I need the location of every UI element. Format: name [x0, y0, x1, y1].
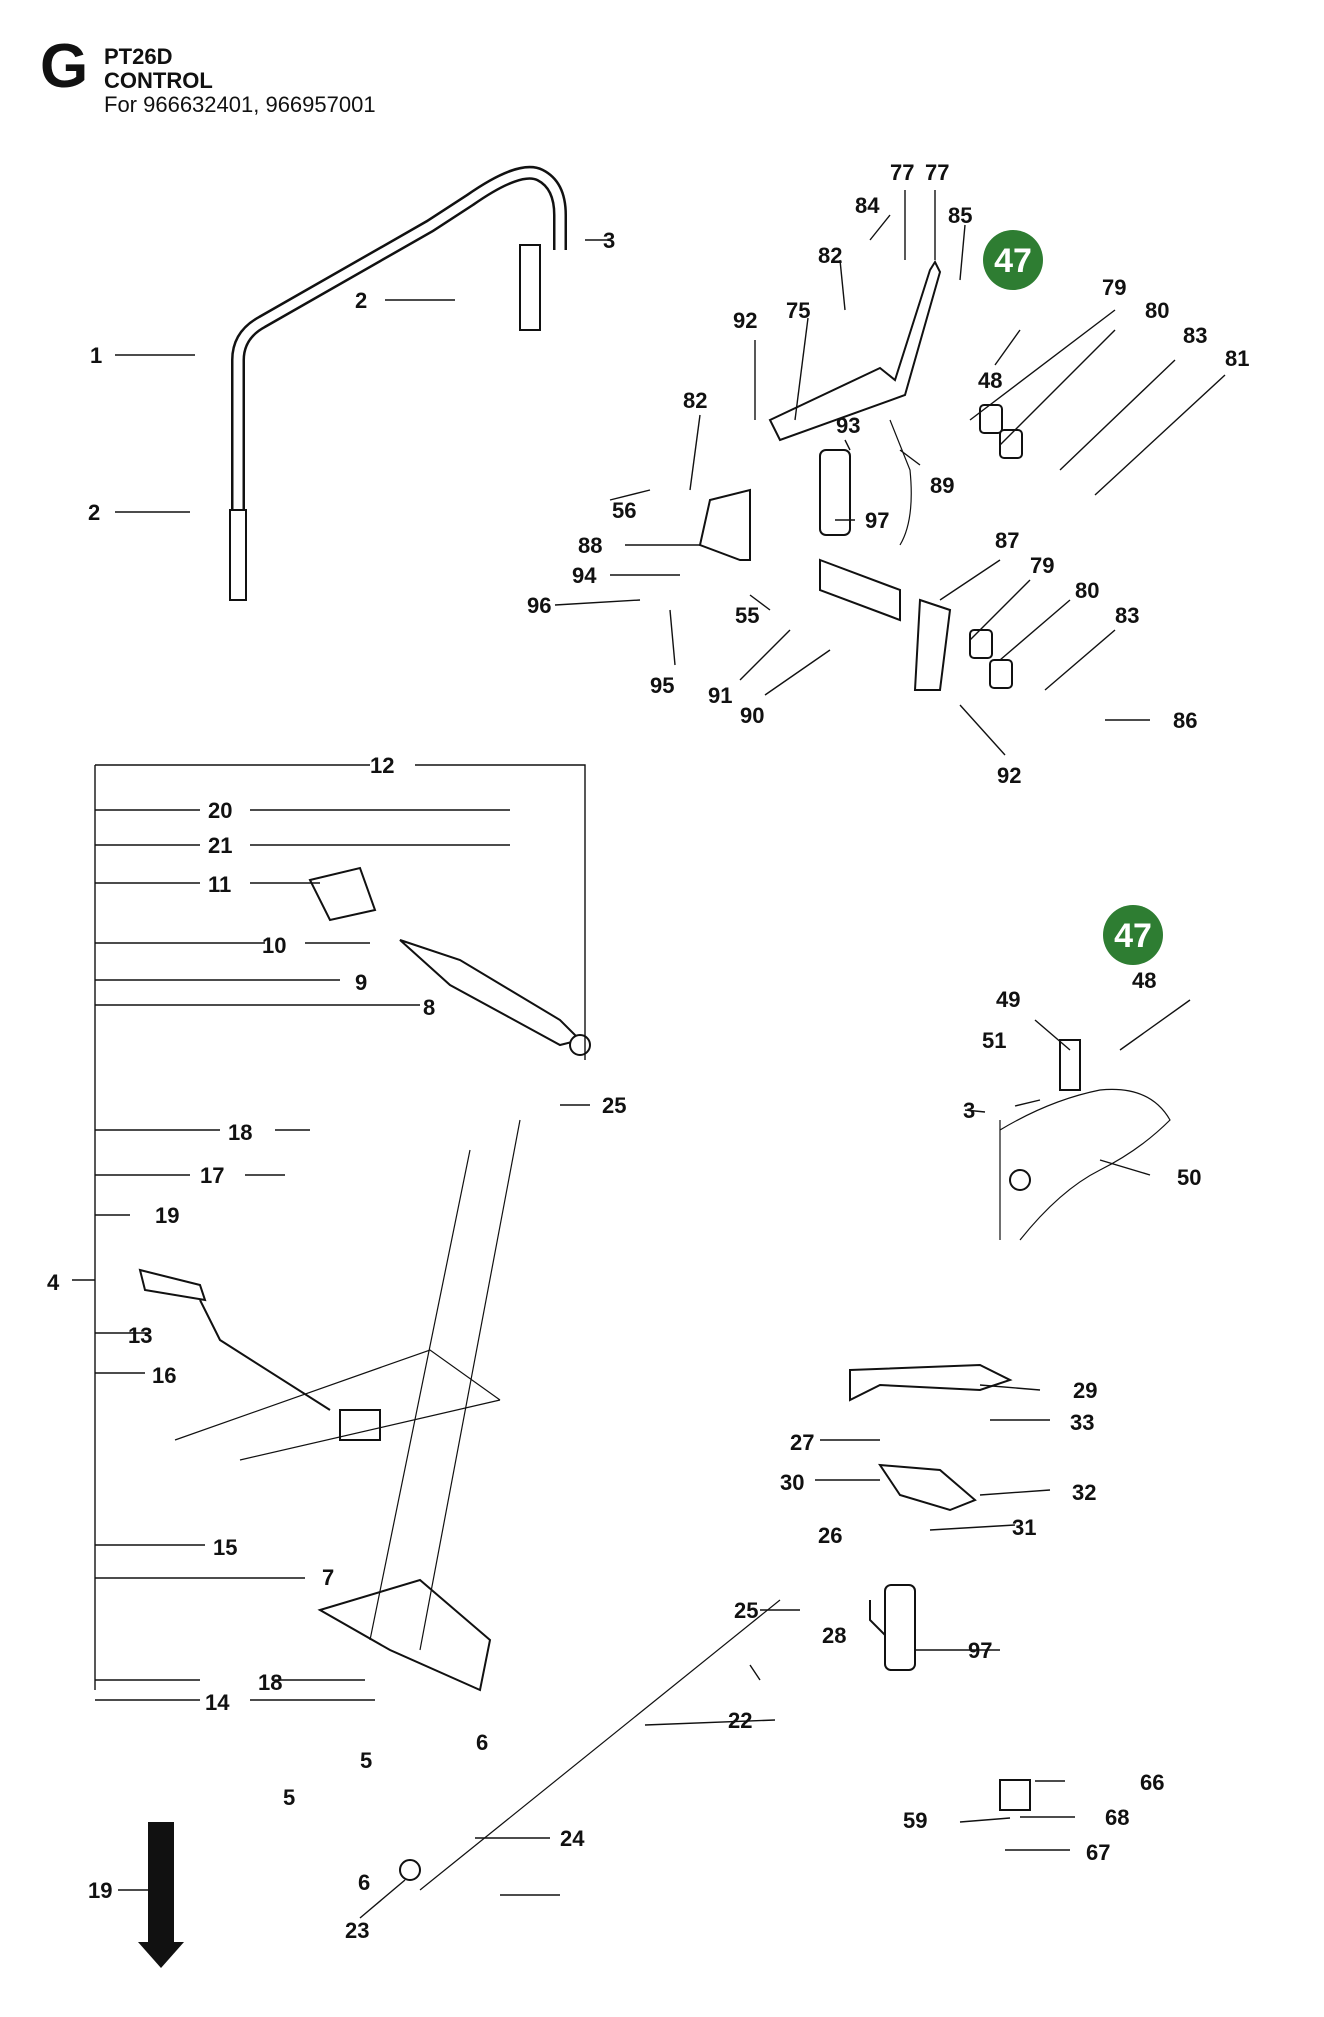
part-label-16: 16 — [152, 1363, 176, 1388]
part-label-97: 97 — [865, 508, 889, 533]
part-label-80: 80 — [1145, 298, 1169, 323]
part-label-32: 32 — [1072, 1480, 1096, 1505]
part-label-92: 92 — [733, 308, 757, 333]
part-label-18: 18 — [258, 1670, 282, 1695]
part-label-5: 5 — [283, 1785, 295, 1810]
part-label-75: 75 — [786, 298, 810, 323]
part-label-87: 87 — [995, 528, 1019, 553]
applicability-text: For 966632401, 966957001 — [104, 92, 376, 117]
part-label-8: 8 — [423, 995, 435, 1020]
part-label-83: 83 — [1183, 323, 1207, 348]
part-label-10: 10 — [262, 933, 286, 958]
group-brackets — [72, 764, 586, 1690]
part-label-80: 80 — [1075, 578, 1099, 603]
part-label-2: 2 — [88, 500, 100, 525]
part-label-29: 29 — [1073, 1378, 1097, 1403]
part-label-48: 48 — [1132, 968, 1156, 993]
part-label-11: 11 — [208, 872, 231, 897]
control-linkage-drawing — [138, 866, 781, 1891]
part-label-3: 3 — [603, 228, 615, 253]
part-label-13: 13 — [128, 1323, 152, 1348]
part-label-91: 91 — [708, 683, 732, 708]
part-label-79: 79 — [1030, 553, 1054, 578]
part-label-56: 56 — [612, 498, 636, 523]
part-label-77: 77 — [890, 160, 914, 185]
handle-bar-drawing — [229, 165, 567, 601]
part-label-19: 19 — [155, 1203, 179, 1228]
part-label-77: 77 — [925, 160, 949, 185]
part-label-7: 7 — [322, 1565, 334, 1590]
callout-badge-lower: 47 — [1103, 905, 1163, 965]
part-label-25: 25 — [602, 1093, 626, 1118]
part-label-17: 17 — [200, 1163, 224, 1188]
leader-lines — [95, 190, 1226, 1919]
part-label-59: 59 — [903, 1808, 927, 1833]
part-label-89: 89 — [930, 473, 954, 498]
part-label-66: 66 — [1140, 1770, 1164, 1795]
part-label-9: 9 — [355, 970, 367, 995]
part-label-49: 49 — [996, 987, 1020, 1012]
svg-text:47: 47 — [994, 242, 1032, 280]
part-label-3: 3 — [963, 1098, 975, 1123]
part-label-21: 21 — [208, 833, 232, 858]
part-label-50: 50 — [1177, 1165, 1201, 1190]
part-label-86: 86 — [1173, 708, 1197, 733]
part-label-97: 97 — [968, 1638, 992, 1663]
svg-text:47: 47 — [1114, 917, 1152, 955]
pivot-assembly-drawing — [698, 259, 1023, 691]
part-label-33: 33 — [1070, 1410, 1094, 1435]
part-label-23: 23 — [345, 1918, 369, 1943]
part-label-96: 96 — [527, 593, 551, 618]
part-label-68: 68 — [1105, 1805, 1129, 1830]
part-label-79: 79 — [1102, 275, 1126, 300]
part-label-18: 18 — [228, 1120, 252, 1145]
part-label-27: 27 — [790, 1430, 814, 1455]
part-label-6: 6 — [476, 1730, 488, 1755]
part-label-12: 12 — [370, 753, 394, 778]
part-label-81: 81 — [1225, 346, 1249, 371]
part-label-15: 15 — [213, 1535, 237, 1560]
part-label-51: 51 — [982, 1028, 1006, 1053]
part-label-48: 48 — [978, 368, 1002, 393]
part-label-84: 84 — [855, 193, 880, 218]
section-letter: G — [40, 32, 89, 101]
part-label-92: 92 — [997, 763, 1021, 788]
part-label-31: 31 — [1012, 1515, 1036, 1540]
part-label-5: 5 — [360, 1748, 372, 1773]
part-label-90: 90 — [740, 703, 764, 728]
part-label-93: 93 — [836, 413, 860, 438]
part-label-85: 85 — [948, 203, 972, 228]
part-label-14: 14 — [205, 1690, 230, 1715]
part-label-82: 82 — [683, 388, 707, 413]
part-label-26: 26 — [818, 1523, 842, 1548]
pedal-bracket-drawing — [849, 1363, 1031, 1811]
spring-detail-drawing — [999, 1039, 1171, 1241]
part-label-30: 30 — [780, 1470, 804, 1495]
part-label-94: 94 — [572, 563, 597, 588]
part-label-24: 24 — [560, 1826, 585, 1851]
part-label-28: 28 — [822, 1623, 846, 1648]
part-label-25: 25 — [734, 1598, 758, 1623]
model-name: PT26D — [104, 44, 173, 69]
callout-badge-upper: 47 — [983, 230, 1043, 290]
part-label-20: 20 — [208, 798, 232, 823]
part-label-67: 67 — [1086, 1840, 1110, 1865]
part-label-83: 83 — [1115, 603, 1139, 628]
part-label-22: 22 — [728, 1708, 752, 1733]
part-label-1: 1 — [90, 343, 102, 368]
part-label-6: 6 — [358, 1870, 370, 1895]
part-label-55: 55 — [735, 603, 759, 628]
part-label-4: 4 — [47, 1270, 60, 1295]
part-number-labels: 1 2 2 3 4 5 5 6 6 7 8 9 10 11 12 13 14 1… — [47, 160, 1249, 1943]
part-label-82: 82 — [818, 243, 842, 268]
part-label-95: 95 — [650, 673, 674, 698]
direction-arrow — [118, 1822, 184, 1968]
section-title: CONTROL — [104, 68, 213, 93]
part-label-88: 88 — [578, 533, 602, 558]
part-label-2: 2 — [355, 288, 367, 313]
part-label-19: 19 — [88, 1878, 112, 1903]
